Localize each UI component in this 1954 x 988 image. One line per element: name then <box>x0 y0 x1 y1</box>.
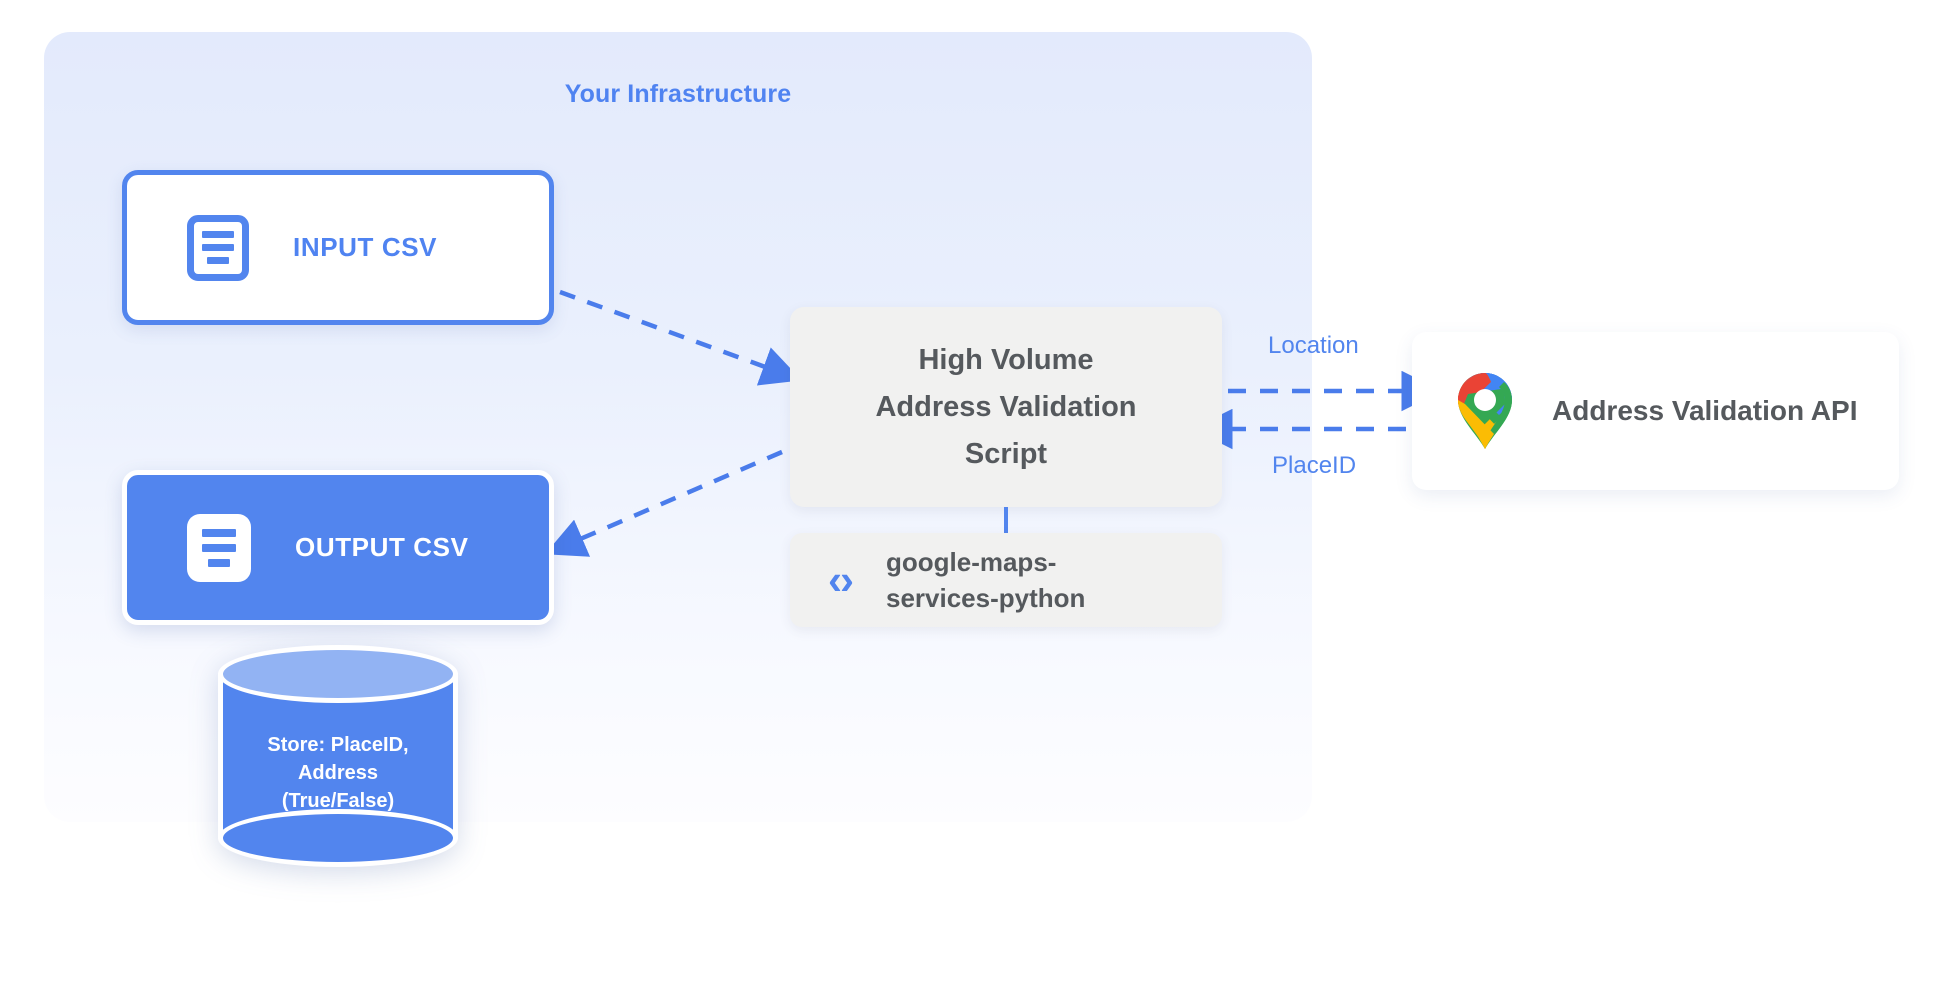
database-bottom-ellipse <box>218 809 458 867</box>
script-label-line-3: Script <box>964 437 1048 470</box>
library-label-line-1: google-maps- <box>885 547 1057 577</box>
code-brackets-icon: ‹› <box>828 556 854 603</box>
document-icon <box>187 214 249 281</box>
database-top-ellipse <box>218 645 458 703</box>
google-maps-pin-icon <box>1458 373 1512 449</box>
library-label-line-2: services-python <box>885 583 1086 613</box>
document-icon <box>187 513 251 582</box>
node-input-csv-label: INPUT CSV <box>293 232 438 262</box>
node-database-label: Store: PlaceID, Address (True/False) <box>218 731 458 815</box>
database-label-line-1: Store: PlaceID, <box>267 734 409 756</box>
node-script-label: High Volume Address Validation Script <box>875 337 1136 478</box>
node-api-label: Address Validation API <box>1552 395 1858 426</box>
edge-label-placeid: PlaceID <box>1272 452 1357 479</box>
node-library-label: google-maps- services-python <box>886 544 1085 616</box>
edge-script-to-library <box>1004 507 1008 534</box>
infrastructure-panel-title: Your Infrastructure <box>564 80 792 108</box>
database-label-line-2: Address <box>297 762 379 784</box>
node-database[interactable]: Store: PlaceID, Address (True/False) <box>218 645 458 867</box>
node-output-csv-label: OUTPUT CSV <box>295 532 469 562</box>
edge-label-location: Location <box>1268 332 1359 359</box>
script-label-line-2: Address Validation <box>875 390 1137 423</box>
node-output-csv[interactable]: OUTPUT CSV <box>122 470 554 625</box>
node-address-validation-api[interactable]: Address Validation API <box>1412 332 1899 490</box>
script-label-line-1: High Volume <box>918 343 1094 376</box>
database-label-line-3: (True/False) <box>281 790 395 812</box>
node-script[interactable]: High Volume Address Validation Script <box>790 307 1222 507</box>
node-input-csv[interactable]: INPUT CSV <box>122 170 554 325</box>
node-library[interactable]: ‹› google-maps- services-python <box>790 533 1222 627</box>
